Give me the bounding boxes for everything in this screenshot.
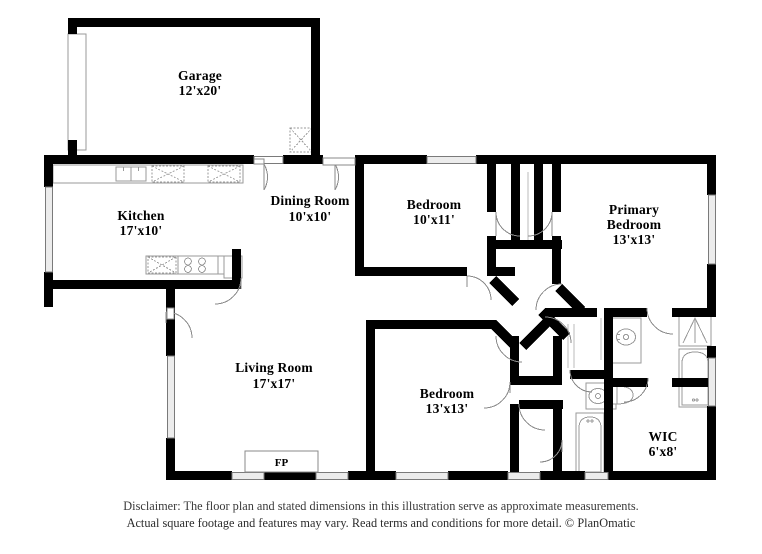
disclaimer: Disclaimer: The floor plan and stated di… [0, 498, 762, 531]
garage-door [67, 33, 87, 151]
disclaimer-line-2: Actual square footage and features may v… [126, 515, 636, 530]
kitchen-fixtures [52, 164, 244, 279]
walls [44, 18, 716, 480]
fireplace [244, 450, 319, 473]
disclaimer-line-1: Disclaimer: The floor plan and stated di… [123, 499, 639, 513]
windows [45, 156, 716, 480]
bathroom-fixtures [518, 172, 712, 476]
garage-closet [289, 127, 313, 153]
doors [165, 157, 674, 463]
